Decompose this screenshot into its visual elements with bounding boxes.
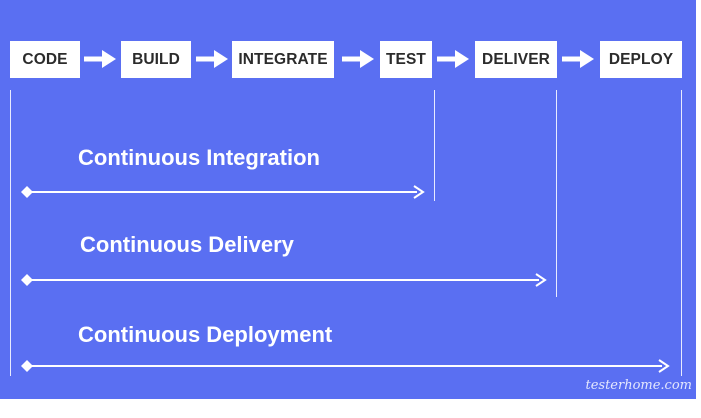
span-label-integration: Continuous Integration: [78, 145, 320, 170]
stage-integrate: INTEGRATE: [232, 41, 334, 78]
watermark: testerhome.com: [585, 378, 692, 393]
stage-code: CODE: [10, 41, 80, 78]
span-label-delivery: Continuous Delivery: [80, 232, 294, 257]
stage-deliver: DELIVER: [475, 41, 557, 78]
guide-line-test: [434, 90, 435, 201]
pipeline-diagram: CODE BUILD INTEGRATE TEST DELIVER DEPLOY…: [0, 0, 696, 399]
arrow-right-icon: [342, 50, 374, 68]
arrow-right-icon: [562, 50, 594, 68]
arrow-right-icon: [196, 50, 228, 68]
stage-build: BUILD: [121, 41, 191, 78]
guide-line-deliver: [556, 90, 557, 297]
guide-line-start: [10, 90, 11, 376]
guide-line-deploy: [681, 90, 682, 376]
stage-deploy: DEPLOY: [600, 41, 682, 78]
span-arrow-deployment: [21, 359, 670, 373]
span-arrow-delivery: [21, 273, 547, 287]
span-arrow-integration: [21, 185, 425, 199]
span-label-deployment: Continuous Deployment: [78, 322, 333, 347]
arrow-right-icon: [84, 50, 116, 68]
arrow-right-icon: [437, 50, 469, 68]
stage-test: TEST: [380, 41, 432, 78]
